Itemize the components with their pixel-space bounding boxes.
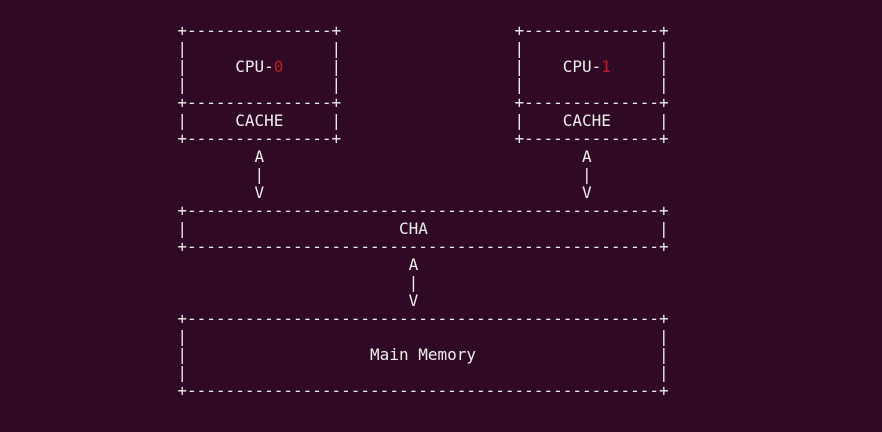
- ascii-diagram: +---------------+ +--------------+ | | |…: [4, 21, 669, 400]
